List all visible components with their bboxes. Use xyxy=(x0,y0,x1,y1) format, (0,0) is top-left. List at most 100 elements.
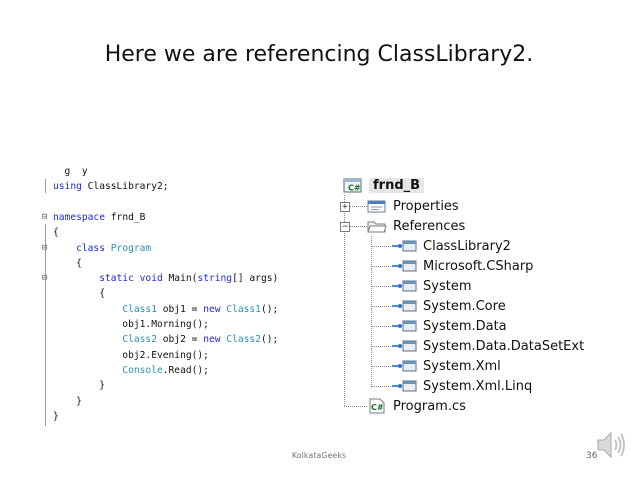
code-text: Console.Read(); xyxy=(53,363,209,378)
code-token xyxy=(53,334,122,345)
code-token: string xyxy=(197,273,233,285)
csharp-project-icon: C# xyxy=(343,177,363,193)
code-token: obj2 = xyxy=(156,334,204,346)
reference-item[interactable]: System.Core xyxy=(391,296,506,316)
speaker-icon[interactable] xyxy=(595,428,627,462)
reference-assembly-icon xyxy=(391,259,417,273)
tree-connector xyxy=(344,195,345,406)
tree-connector xyxy=(371,346,391,347)
tree-connector xyxy=(371,236,372,387)
reference-assembly-icon xyxy=(391,359,417,373)
reference-assembly-icon xyxy=(391,379,417,393)
code-text: namespace frnd_B xyxy=(53,210,145,225)
reference-label: ClassLibrary2 xyxy=(423,238,511,254)
reference-item[interactable]: Microsoft.CSharp xyxy=(391,256,533,276)
footer-text: KolkataGeeks xyxy=(291,451,347,460)
code-token: obj1.Morning(); xyxy=(53,319,209,330)
tree-connector xyxy=(371,286,391,287)
code-text: Class1 obj1 = new Class1(); xyxy=(53,302,278,317)
code-text: obj1.Morning(); xyxy=(53,317,209,332)
reference-label: System xyxy=(423,278,472,294)
code-token: namespace xyxy=(53,211,111,223)
reference-assembly-icon xyxy=(391,339,417,353)
slide-title: Here we are referencing ClassLibrary2. xyxy=(104,42,534,67)
code-token: { xyxy=(53,288,105,300)
reference-label: System.Xml.Linq xyxy=(423,378,533,394)
properties-icon xyxy=(367,198,387,214)
reference-label: System.Data xyxy=(423,318,507,334)
page-number: 36 xyxy=(586,451,598,461)
reference-assembly-icon xyxy=(391,319,417,333)
tree-connector xyxy=(371,326,391,327)
reference-item[interactable]: System.Xml.Linq xyxy=(391,376,532,396)
code-token: Program xyxy=(110,242,152,254)
project-label: frnd_B xyxy=(369,177,425,193)
code-text: g y xyxy=(53,164,88,179)
reference-item[interactable]: System.Data.DataSetExt xyxy=(391,336,584,356)
tree-connector xyxy=(371,386,391,387)
code-token: new xyxy=(203,334,227,346)
code-text: } xyxy=(53,378,105,393)
code-text: { xyxy=(53,286,105,301)
reference-item[interactable]: System.Data xyxy=(391,316,507,336)
tree-connector xyxy=(349,226,367,227)
code-token: Main( xyxy=(168,273,198,285)
tree-node-properties[interactable]: Properties xyxy=(367,196,459,216)
code-token: { xyxy=(53,227,59,239)
reference-label: System.Xml xyxy=(423,358,501,374)
code-token: .Read(); xyxy=(162,364,209,376)
collapse-outline-icon[interactable]: ⊟ xyxy=(42,211,48,222)
tree-connector xyxy=(371,306,391,307)
reference-assembly-icon xyxy=(391,299,417,313)
tree-connector xyxy=(371,366,391,367)
code-token: frnd_B xyxy=(110,211,146,223)
collapse-outline-icon[interactable]: ⊟ xyxy=(42,271,50,286)
svg-text:C#: C# xyxy=(348,184,361,193)
outline-guide-line xyxy=(45,179,46,193)
reference-assembly-icon xyxy=(391,239,417,253)
code-token: g y xyxy=(53,166,88,177)
tree-connector xyxy=(349,206,367,207)
tree-node-project[interactable]: C# frnd_B xyxy=(343,175,425,195)
code-text: obj2.Evening(); xyxy=(53,348,209,363)
code-token: } xyxy=(53,410,59,422)
collapse-references-icon[interactable]: − xyxy=(340,222,350,232)
tree-node-program-cs[interactable]: C# Program.cs xyxy=(367,396,466,416)
code-token: (); xyxy=(260,303,279,315)
code-text: } xyxy=(53,394,82,409)
code-token: class xyxy=(53,242,111,254)
tree-node-references[interactable]: References xyxy=(367,216,465,236)
expand-properties-icon[interactable]: + xyxy=(340,202,350,212)
code-token: Console xyxy=(122,364,163,376)
reference-label: System.Core xyxy=(423,298,506,314)
csharp-file-icon: C# xyxy=(367,398,387,414)
code-token: [] args) xyxy=(232,273,279,285)
code-text: class Program xyxy=(53,241,151,256)
code-token: Class2 xyxy=(226,334,261,346)
svg-text:C#: C# xyxy=(371,403,384,412)
folder-icon xyxy=(367,218,387,234)
properties-label: Properties xyxy=(393,198,459,214)
reference-item[interactable]: System xyxy=(391,276,471,296)
code-editor: g y using ClassLibrary2; ⊟ namespace frnd_B… xyxy=(40,161,310,429)
code-token: ClassLibrary2; xyxy=(87,181,169,193)
code-token: (); xyxy=(260,334,279,346)
tree-connector xyxy=(371,266,391,267)
code-token: obj2.Evening(); xyxy=(53,349,209,361)
reference-item[interactable]: ClassLibrary2 xyxy=(391,236,511,256)
code-token: static void xyxy=(53,273,169,285)
code-text: { xyxy=(53,256,82,271)
solution-explorer-tree: C# frnd_B + Properties − References Clas… xyxy=(333,175,603,420)
code-text: } xyxy=(53,409,59,424)
reference-assembly-icon xyxy=(391,279,417,293)
program-cs-label: Program.cs xyxy=(393,398,466,414)
reference-item[interactable]: System.Xml xyxy=(391,356,501,376)
code-text: using ClassLibrary2; xyxy=(53,179,169,194)
code-token: Class1 xyxy=(122,303,157,315)
code-token: } xyxy=(53,395,82,407)
reference-label: Microsoft.CSharp xyxy=(423,258,534,274)
collapse-outline-icon[interactable]: ⊟ xyxy=(42,241,50,256)
code-token: { xyxy=(53,257,82,269)
code-token: using xyxy=(53,181,88,193)
tree-connector xyxy=(344,406,367,407)
